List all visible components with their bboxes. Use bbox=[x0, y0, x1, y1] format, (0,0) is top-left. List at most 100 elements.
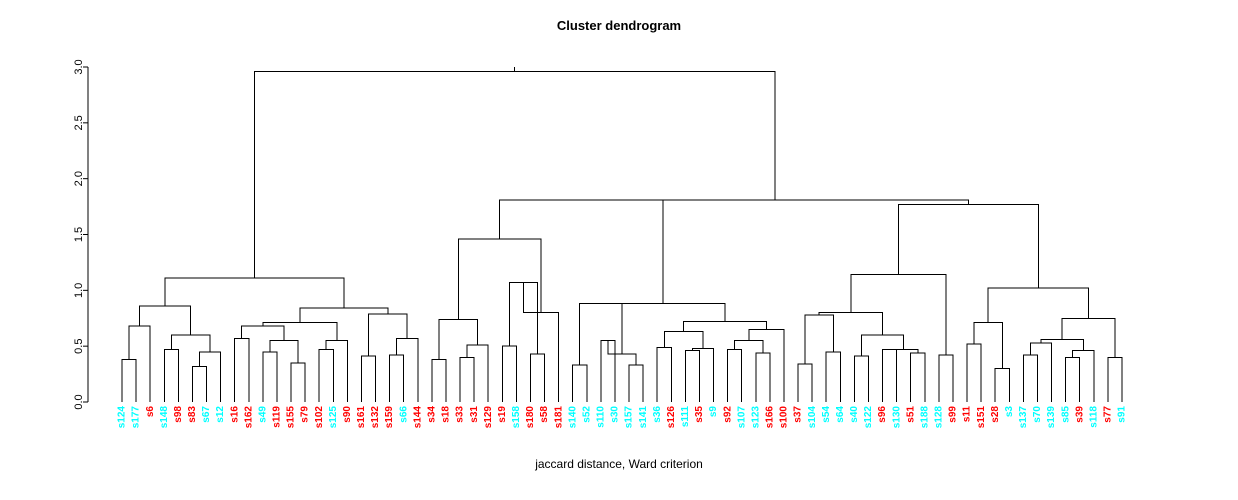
leaf-label: s12 bbox=[215, 406, 226, 423]
dendrogram-link bbox=[499, 199, 664, 304]
leaf-label: s77 bbox=[1103, 406, 1114, 423]
leaf-label: s132 bbox=[370, 406, 381, 429]
leaf-label: s64 bbox=[835, 406, 846, 423]
leaf-label: s126 bbox=[666, 406, 677, 429]
dendrogram-link bbox=[459, 356, 475, 402]
dendrogram-link bbox=[290, 362, 306, 402]
leaf-label: s162 bbox=[243, 406, 254, 429]
dendrogram-link bbox=[1065, 356, 1081, 402]
dendrogram-link bbox=[522, 282, 560, 402]
dendrogram-link bbox=[797, 363, 813, 402]
leaf-label: s31 bbox=[469, 406, 480, 423]
dendrogram-link bbox=[253, 70, 776, 279]
y-tick-label: 3.0 bbox=[73, 59, 85, 74]
leaf-label: s161 bbox=[356, 406, 367, 429]
dendrogram-link bbox=[600, 303, 726, 322]
dendrogram-link bbox=[727, 349, 743, 402]
leaf-label: s141 bbox=[638, 406, 649, 429]
dendrogram-links bbox=[121, 67, 1123, 402]
leaf-label: s96 bbox=[877, 406, 888, 423]
leaf-label: s102 bbox=[314, 406, 325, 429]
leaf-label: s123 bbox=[750, 406, 761, 429]
leaf-label: s122 bbox=[863, 406, 874, 429]
dendrogram-link bbox=[853, 355, 869, 402]
leaf-label: s99 bbox=[948, 406, 959, 423]
dendrogram-link bbox=[804, 314, 834, 365]
leaf-label: s91 bbox=[1117, 406, 1128, 423]
dendrogram-link bbox=[882, 349, 898, 402]
dendrogram-link bbox=[1022, 354, 1038, 402]
leaf-label: s107 bbox=[736, 406, 747, 429]
leaf-label: s49 bbox=[257, 406, 268, 423]
dendrogram-link bbox=[663, 331, 704, 349]
dendrogram-link bbox=[1040, 338, 1084, 351]
dendrogram-link bbox=[818, 312, 884, 335]
leaf-label: s35 bbox=[694, 406, 705, 423]
leaf-label: s118 bbox=[1088, 406, 1099, 428]
dendrogram-link bbox=[579, 303, 623, 366]
dendrogram-link bbox=[581, 199, 969, 205]
dendrogram-link bbox=[360, 355, 377, 402]
leaf-label: s104 bbox=[807, 406, 818, 429]
leaf-label: s157 bbox=[624, 406, 635, 429]
leaf-label: s37 bbox=[793, 406, 804, 423]
dendrogram-link bbox=[1072, 350, 1095, 402]
dendrogram-link bbox=[938, 354, 954, 402]
dendrogram-link bbox=[466, 344, 489, 402]
dendrogram-link bbox=[734, 340, 764, 353]
dendrogram-link bbox=[191, 365, 208, 402]
dendrogram-link bbox=[987, 287, 1090, 323]
leaf-label: s177 bbox=[131, 406, 142, 429]
dendrogram-link bbox=[1061, 317, 1116, 358]
dendrogram-link bbox=[748, 328, 785, 402]
dendrogram-link bbox=[600, 340, 616, 402]
leaf-label: s158 bbox=[511, 406, 522, 429]
dendrogram-link bbox=[318, 349, 334, 402]
leaf-label: s19 bbox=[497, 406, 508, 423]
dendrogram-link bbox=[234, 337, 250, 402]
dendrogram-link bbox=[889, 349, 919, 353]
leaf-label: s166 bbox=[765, 406, 776, 429]
dendrogram-link bbox=[139, 305, 192, 335]
leaf-label: s181 bbox=[553, 406, 564, 429]
dendrogram-link bbox=[164, 277, 345, 309]
leaf-label: s40 bbox=[849, 406, 860, 423]
y-axis: 0.00.51.01.52.02.53.0 bbox=[73, 59, 89, 410]
x-axis-label: jaccard distance, Ward criterion bbox=[535, 457, 703, 471]
leaf-label: s9 bbox=[708, 406, 719, 418]
leaf-label: s119 bbox=[272, 406, 283, 428]
leaf-label: s79 bbox=[300, 406, 311, 423]
leaf-label: s85 bbox=[1060, 406, 1071, 423]
leaf-label: s51 bbox=[905, 406, 916, 423]
dendrogram-link bbox=[1107, 356, 1123, 402]
dendrogram-link bbox=[656, 346, 672, 402]
leaf-label: s11 bbox=[962, 406, 973, 423]
leaf-label: s144 bbox=[412, 406, 423, 429]
leaf-label: s92 bbox=[722, 406, 733, 423]
leaf-label: s6 bbox=[145, 406, 156, 418]
dendrogram-link bbox=[396, 337, 419, 402]
leaf-label: s54 bbox=[821, 406, 832, 423]
dendrogram-link bbox=[755, 352, 771, 402]
leaf-label: s124 bbox=[117, 406, 128, 429]
dendrogram-link bbox=[973, 322, 1003, 369]
dendrogram-link bbox=[1029, 342, 1053, 402]
y-tick-label: 2.0 bbox=[73, 171, 85, 186]
dendrogram-link bbox=[572, 364, 588, 402]
leaf-label: s129 bbox=[483, 406, 494, 429]
dendrogram-link bbox=[438, 318, 479, 360]
leaf-label: s148 bbox=[159, 406, 170, 429]
leaf-label: s159 bbox=[384, 406, 395, 429]
leaf-label: s137 bbox=[1018, 406, 1029, 429]
dendrogram-link bbox=[299, 307, 389, 323]
dendrogram-link bbox=[128, 325, 151, 402]
dendrogram-link bbox=[691, 347, 715, 402]
leaf-label: s100 bbox=[779, 406, 790, 429]
leaf-label: s83 bbox=[187, 406, 198, 423]
dendrogram-link bbox=[367, 313, 408, 357]
dendrogram-link bbox=[683, 321, 767, 332]
